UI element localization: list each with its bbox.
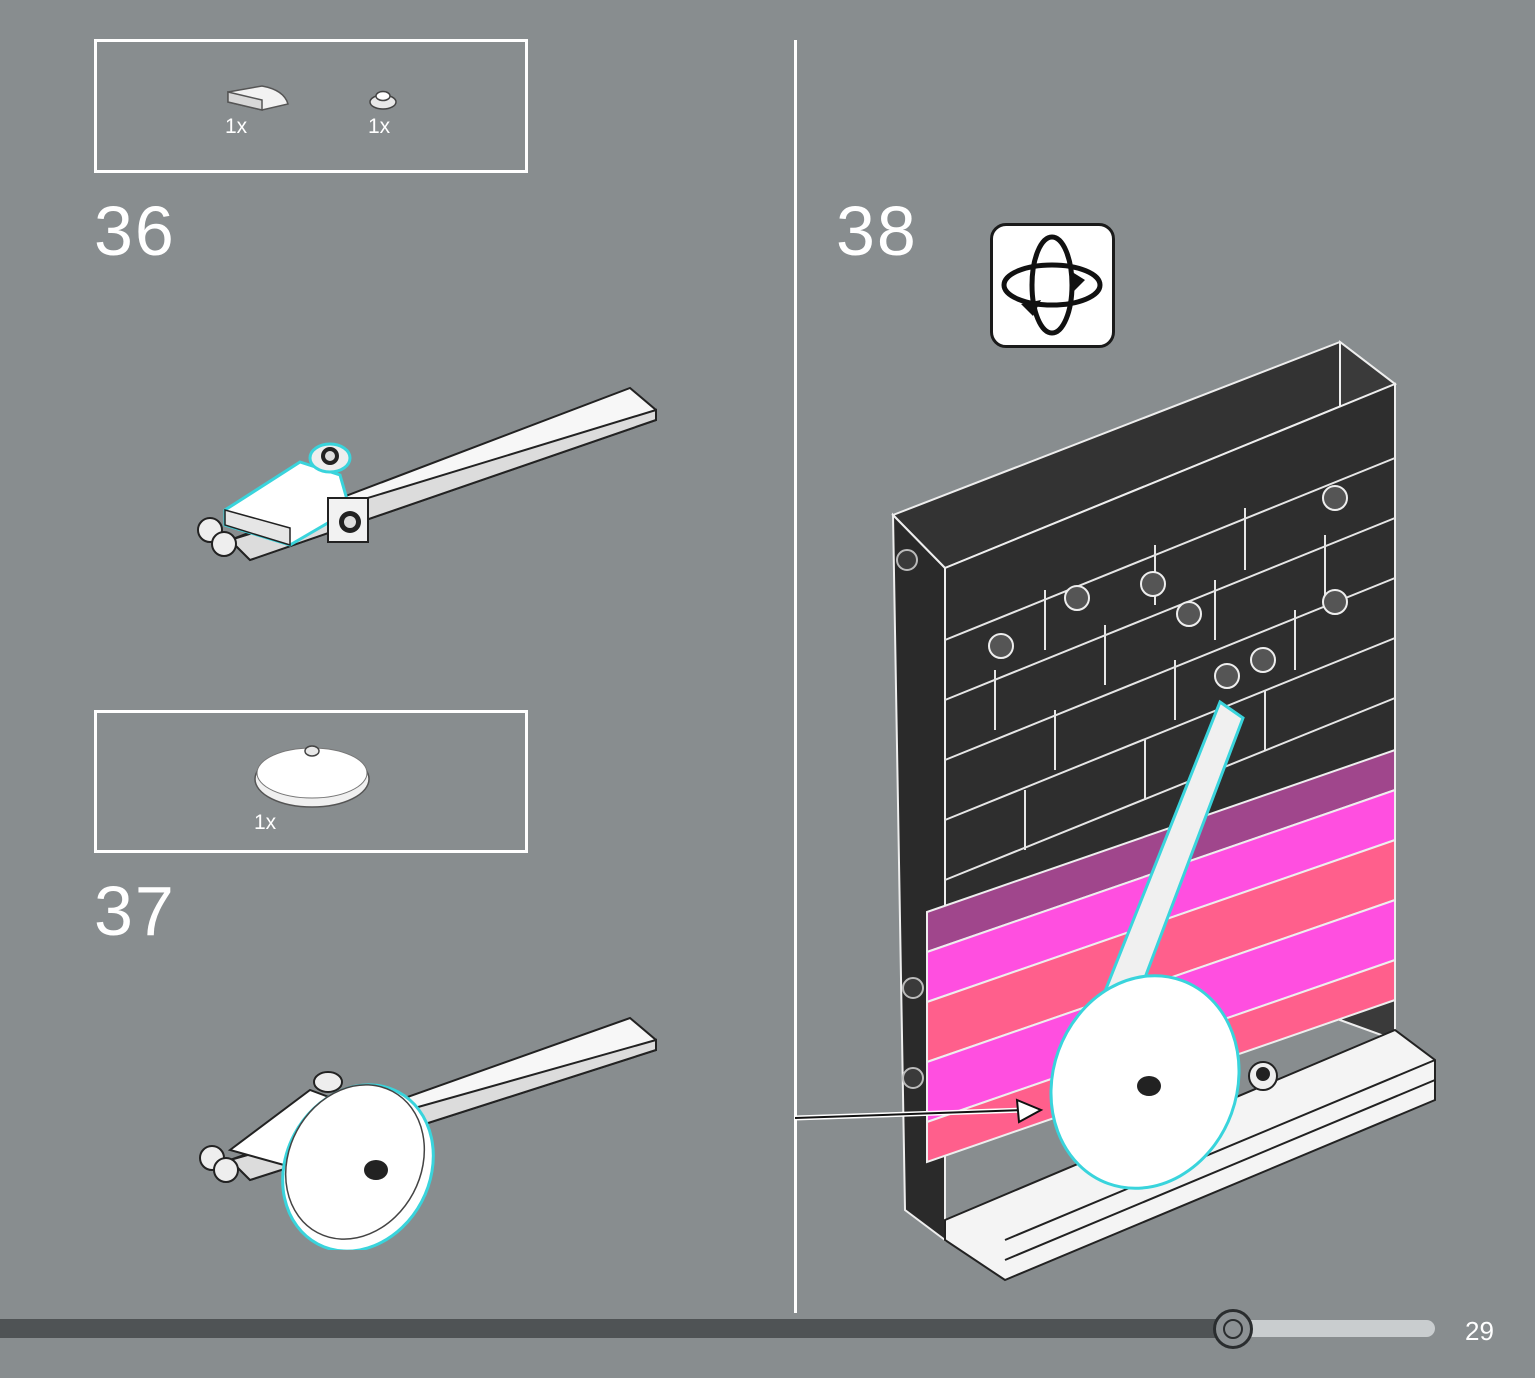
step-number: 38 xyxy=(836,192,918,270)
step-number: 37 xyxy=(94,872,176,950)
round-dish-icon xyxy=(254,745,370,808)
page-number: 29 xyxy=(1465,1316,1494,1346)
page-divider xyxy=(794,40,797,1313)
model-step-37 xyxy=(199,1016,657,1250)
model-step-36 xyxy=(197,386,657,562)
curved-slope-tile-icon xyxy=(227,85,289,111)
assembly-arrow-icon xyxy=(795,1098,1044,1124)
round-plate-icon xyxy=(369,90,397,110)
part-quantity: 1x xyxy=(368,115,391,138)
parts-box-step-36: 1x 1x xyxy=(94,39,528,173)
step-number: 36 xyxy=(94,192,176,270)
parts-box-step-37: 1x xyxy=(94,710,528,853)
model-step-38 xyxy=(891,340,1436,1282)
progress-bar-remaining xyxy=(1232,1320,1435,1337)
part-quantity: 1x xyxy=(254,811,277,834)
progress-knob xyxy=(1213,1309,1253,1349)
progress-bar-filled xyxy=(0,1319,1232,1338)
rotate-model-icon xyxy=(990,223,1115,348)
part-quantity: 1x xyxy=(225,115,248,138)
